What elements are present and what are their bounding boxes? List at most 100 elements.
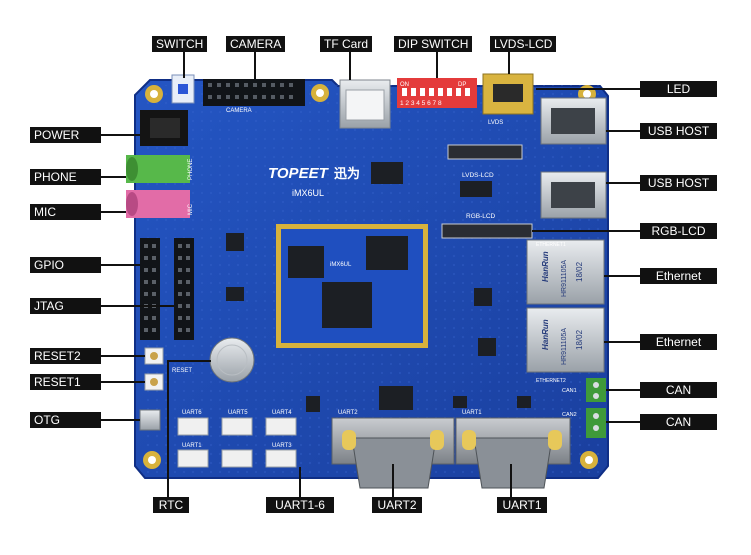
- core-chip-left: [288, 246, 324, 278]
- usb-host-2-label: USB HOST: [640, 175, 717, 191]
- uart1-leader: [510, 464, 512, 497]
- uart1-db9-silkscreen: UART1: [462, 410, 482, 416]
- ethernet-top-part: HR911105A: [561, 260, 568, 297]
- dip-dp-text: DP: [458, 82, 466, 88]
- rtc-battery-rim: [216, 344, 248, 376]
- phone-silkscreen: PHONE: [188, 159, 194, 180]
- uart1-6-label: UART1-6: [266, 497, 334, 513]
- ethernet-bottom-brand: HanRun: [541, 319, 550, 350]
- otg-port: [139, 409, 161, 431]
- uart1-silkscreen: UART1: [182, 443, 202, 449]
- gpio-label: GPIO: [30, 257, 101, 273]
- uart1-db9-screw-left: [462, 430, 476, 450]
- reset1-leader: [97, 381, 145, 383]
- tf-card-label: TF Card: [320, 36, 373, 52]
- rgb-lcd-connector: [441, 223, 533, 239]
- tf-card-cover: [345, 89, 385, 121]
- uart3-silkscreen: UART3: [272, 443, 292, 449]
- usb-host-1-label: USB HOST: [640, 123, 717, 139]
- uart2-label: UART2: [372, 497, 422, 513]
- led-label: LED: [640, 81, 717, 97]
- ethernet-1-label: Ethernet: [640, 268, 717, 284]
- camera-label: CAMERA: [226, 36, 286, 52]
- power-label: POWER: [30, 127, 101, 143]
- ethernet1-silkscreen: ETHERNET1: [536, 242, 566, 248]
- ethernet-1-leader: [604, 275, 640, 277]
- dip-switch-component: [397, 78, 477, 108]
- uart2-leader: [392, 464, 394, 497]
- rgb-lcd-label: RGB-LCD: [640, 223, 717, 239]
- ethernet-2-label: Ethernet: [640, 334, 717, 350]
- mic-label: MIC: [30, 204, 101, 220]
- reset2-cap: [150, 352, 158, 360]
- jtag-leader: [97, 305, 174, 307]
- camera-silkscreen: CAMERA: [226, 108, 252, 114]
- otg-leader: [97, 419, 140, 421]
- jtag-header: [174, 238, 194, 340]
- reset1-cap: [150, 378, 158, 386]
- gpio-header: [140, 238, 160, 340]
- jtag-label: JTAG: [30, 298, 101, 314]
- lvds-lcd-silkscreen: LVDS-LCD: [462, 172, 494, 179]
- power-jack-opening: [150, 118, 180, 138]
- lvds-lcd-label: LVDS-LCD: [490, 36, 557, 52]
- dip-toggles: [402, 88, 470, 96]
- camera-leader: [254, 52, 256, 79]
- ethernet-jack-top: [526, 239, 605, 305]
- phone-leader: [97, 176, 126, 178]
- rgb-lcd-silkscreen: RGB-LCD: [466, 213, 496, 220]
- core-model-text: iMX6UL: [330, 262, 352, 268]
- tf-card-leader: [349, 52, 351, 80]
- mic-leader: [97, 211, 126, 213]
- ethernet-top-brand: HanRun: [541, 251, 550, 282]
- brand-text: TOPEET: [268, 165, 330, 182]
- dip-on-text: ON: [400, 82, 409, 88]
- dip-numbers-text: 1 2 3 4 5 6 7 8: [400, 100, 442, 107]
- uart2-db9-screw-left: [342, 430, 356, 450]
- usb-host-opening-bottom: [551, 182, 595, 208]
- dip-switch-label: DIP SWITCH: [394, 36, 473, 52]
- rtc-leader-vertical: [167, 360, 169, 497]
- switch-knob: [178, 84, 188, 94]
- uart2-db9-screw-right: [430, 430, 444, 450]
- ethernet-top-date: 18/02: [575, 261, 584, 282]
- reset2-leader: [97, 355, 145, 357]
- can1-terminal: [586, 378, 606, 402]
- dip-switch-leader: [436, 52, 438, 78]
- can-2-leader: [606, 421, 640, 423]
- lvds-silkscreen: LVDS: [488, 120, 503, 126]
- can-2-label: CAN: [640, 414, 717, 430]
- uart2-silkscreen: UART2: [338, 410, 358, 416]
- model-text: iMX6UL: [292, 188, 324, 198]
- uart1-db9-screw-right: [548, 430, 562, 450]
- core-cpu: [322, 282, 372, 328]
- core-chip-right: [366, 236, 408, 270]
- can1-silkscreen: CAN1: [562, 388, 577, 394]
- uart6-silkscreen: UART6: [182, 410, 202, 416]
- uart4-silkscreen: UART4: [272, 410, 292, 416]
- ethernet-bottom-date: 18/02: [575, 329, 584, 350]
- brand-cn-text: 迅为: [334, 166, 360, 181]
- usb-host-2-leader: [606, 182, 640, 184]
- switch-label: SWITCH: [152, 36, 208, 52]
- uart1-6-leader: [299, 467, 301, 497]
- phone-label: PHONE: [30, 169, 101, 185]
- can-screws: [593, 382, 599, 431]
- usb-host-1-leader: [606, 130, 640, 132]
- lvds-port-opening: [493, 84, 523, 102]
- mic-jack-ring: [126, 192, 138, 216]
- mic-silkscreen: MIC: [188, 203, 194, 215]
- ethernet2-silkscreen: ETHERNET2: [536, 378, 566, 384]
- ethernet-jack-bottom: [526, 307, 605, 373]
- led-leader: [536, 88, 640, 90]
- can2-silkscreen: CAN2: [562, 412, 577, 418]
- reset-silkscreen: RESET: [172, 368, 192, 374]
- lvds-lcd-leader: [508, 52, 510, 74]
- switch-leader: [183, 52, 185, 78]
- gpio-leader: [97, 264, 140, 266]
- uart-headers: [177, 417, 297, 468]
- power-leader: [97, 134, 140, 136]
- uart5-silkscreen: UART5: [228, 410, 248, 416]
- uart2-db9-shell: [351, 437, 437, 489]
- reset2-label: RESET2: [30, 348, 101, 364]
